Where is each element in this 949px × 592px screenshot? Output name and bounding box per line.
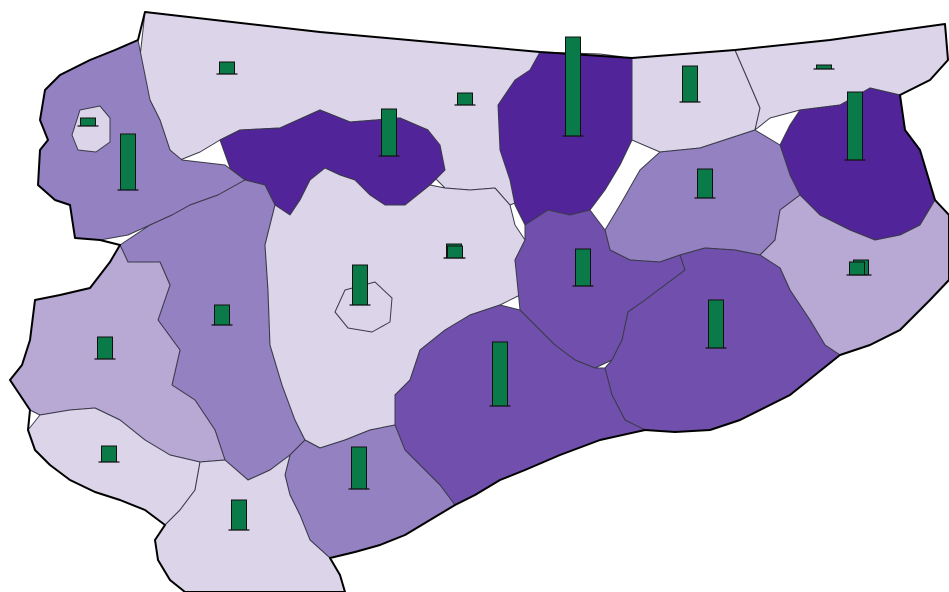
bar-mark-17 (682, 65, 698, 103)
bar-mark-16 (351, 446, 367, 490)
bar-mark-19 (492, 341, 508, 407)
bar-mark-20 (447, 245, 463, 259)
bar-mark-21 (708, 299, 724, 349)
bar-mark-10 (97, 336, 113, 360)
bar-mark-9 (214, 304, 230, 326)
bar-mark-8 (575, 248, 591, 287)
country-border (9, 11, 949, 592)
bar-mark-1 (120, 133, 136, 191)
bar-mark-6 (381, 108, 397, 157)
bar-mark-11 (847, 91, 863, 161)
bar-mark-2 (80, 117, 96, 127)
bar-mark-4 (457, 92, 473, 106)
bar-mark-15 (231, 499, 247, 531)
bar-mark-22 (849, 261, 865, 276)
bar-mark-18 (352, 264, 368, 306)
bar-layer (77, 36, 872, 531)
bar-mark-14 (101, 445, 117, 463)
bar-mark-3 (565, 36, 581, 137)
region-central-enclave (334, 281, 393, 333)
bar-mark-0 (219, 61, 235, 75)
bar-mark-7 (697, 168, 713, 199)
